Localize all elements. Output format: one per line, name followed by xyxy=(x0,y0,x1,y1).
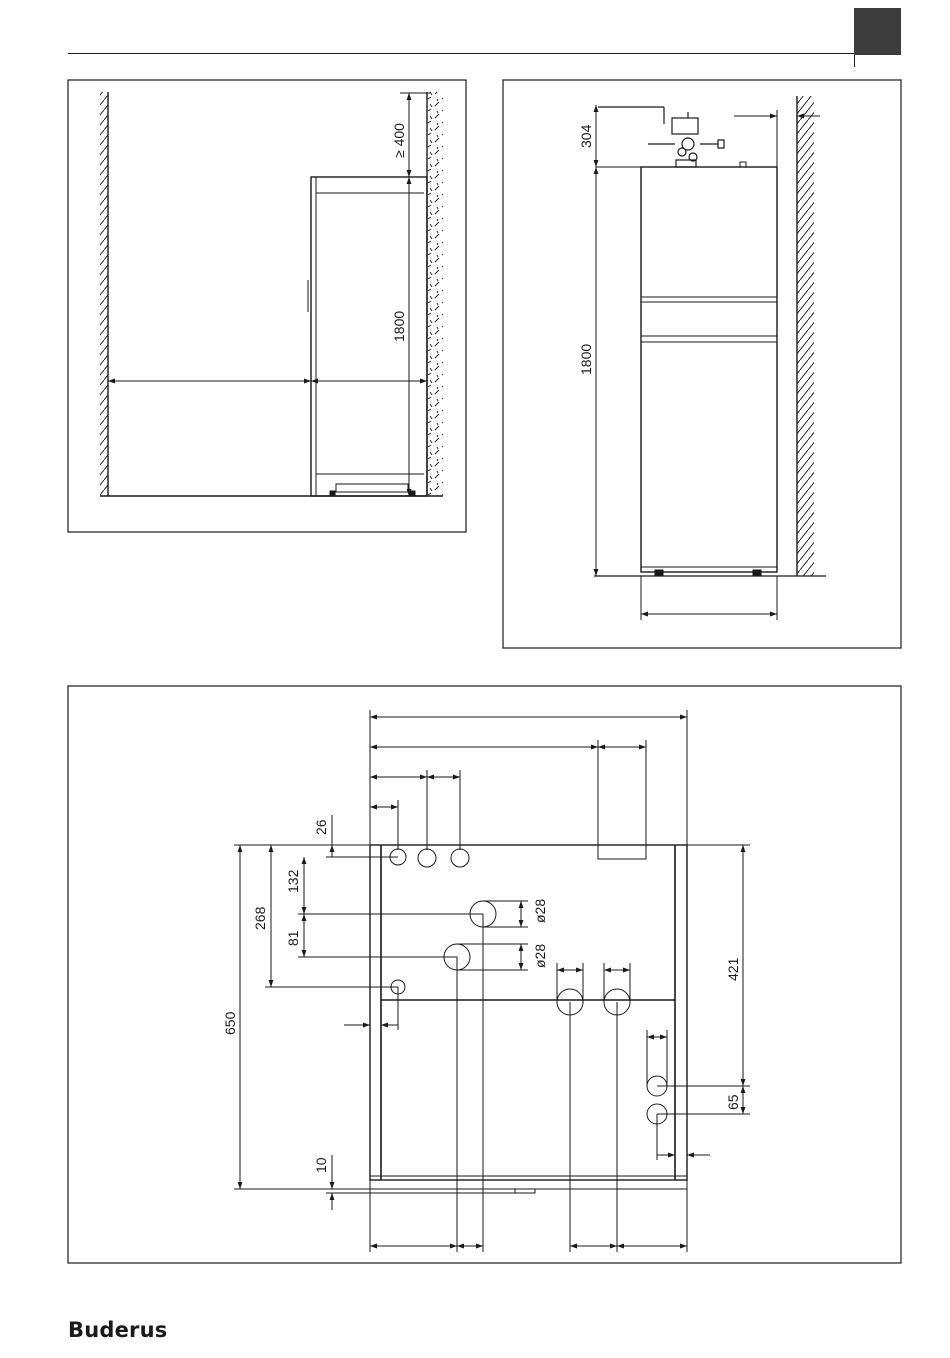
dim-plan-65: 65 xyxy=(725,1094,741,1110)
dim-front-height: 1800 xyxy=(578,344,594,375)
dim-side-height: 1800 xyxy=(391,311,407,342)
brand-logo: Buderus xyxy=(68,1318,167,1342)
figure-plan-view xyxy=(68,686,901,1263)
dim-plan-10: 10 xyxy=(313,1157,329,1173)
dim-side-clearance: ≥ 400 xyxy=(391,123,407,158)
dim-plan-421: 421 xyxy=(725,957,741,981)
figure-front-view xyxy=(503,80,901,648)
dim-plan-650: 650 xyxy=(222,1011,238,1035)
dim-plan-26: 26 xyxy=(313,819,329,835)
dim-plan-81: 81 xyxy=(285,930,301,946)
dim-plan-268: 268 xyxy=(252,906,268,930)
dim-front-top-clearance: 304 xyxy=(578,124,594,148)
dim-plan-d28-upper: ø28 xyxy=(532,899,548,923)
dim-plan-132: 132 xyxy=(285,869,301,893)
figure-frame xyxy=(503,80,901,648)
dim-plan-d28-lower: ø28 xyxy=(532,944,548,968)
